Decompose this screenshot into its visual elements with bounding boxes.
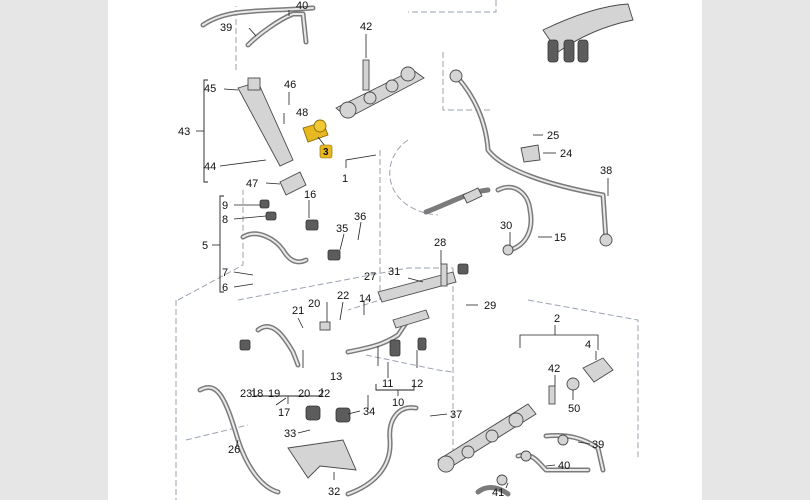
callout-42: 42: [360, 21, 372, 33]
callout-3: 3: [323, 147, 329, 158]
callout-20: 20: [308, 298, 320, 310]
callout-47: 47: [246, 178, 258, 190]
callout-16: 16: [304, 189, 316, 201]
callout-34: 34: [363, 406, 375, 418]
callout-35: 35: [336, 223, 348, 235]
callout-22: 22: [337, 290, 349, 302]
callout-39: 39: [220, 22, 232, 34]
callout-48: 48: [296, 107, 308, 119]
callout-45: 45: [204, 83, 216, 95]
callout-50: 50: [568, 403, 580, 415]
callout-6: 6: [222, 282, 228, 294]
callout-42-lower: 42: [548, 363, 560, 375]
callout-31: 31: [388, 266, 400, 278]
callout-25: 25: [547, 130, 559, 142]
callout-10: 10: [392, 397, 404, 409]
bracket-32: [287, 439, 357, 479]
callout-41: 41: [492, 487, 504, 499]
callout-9: 9: [222, 200, 228, 212]
callout-40: 40: [296, 0, 308, 12]
callout-32: 32: [328, 486, 340, 498]
callout-23: 23: [240, 388, 252, 400]
callout-labels: 40 39 42 46 45 43 48 3 44 1 47 16 9 8 36…: [178, 0, 612, 499]
injector: [237, 81, 294, 167]
callout-37: 37: [450, 409, 462, 421]
callout-2: 2: [554, 313, 560, 325]
callout-33: 33: [284, 428, 296, 440]
callout-39-lower: 39: [592, 439, 604, 451]
callout-17: 17: [278, 407, 290, 419]
callout-18: 18: [251, 388, 263, 400]
callout-4: 4: [585, 339, 591, 351]
callout-44: 44: [204, 161, 216, 173]
pipes: [197, 5, 609, 497]
diagram-canvas: 40 39 42 46 45 43 48 3 44 1 47 16 9 8 36…: [108, 0, 702, 500]
components: [237, 3, 634, 486]
callout-24: 24: [560, 148, 572, 160]
callout-21: 21: [292, 305, 304, 317]
callout-19: 19: [268, 388, 280, 400]
brackets: [196, 79, 415, 404]
callout-26: 26: [228, 444, 240, 456]
callout-38: 38: [600, 165, 612, 177]
callout-12: 12: [411, 378, 423, 390]
callout-15: 15: [554, 232, 566, 244]
callout-36: 36: [354, 211, 366, 223]
callout-11: 11: [382, 378, 393, 390]
callout-13: 13: [330, 371, 342, 383]
callout-27: 27: [364, 271, 376, 283]
parts-diagram: 40 39 42 46 45 43 48 3 44 1 47 16 9 8 36…: [175, 0, 639, 500]
callout-22-lower: 22: [318, 388, 330, 400]
callout-8: 8: [222, 214, 228, 226]
dashed-outlines: [175, 0, 639, 500]
callout-28: 28: [434, 237, 446, 249]
callout-30: 30: [500, 220, 512, 232]
callout-40-lower: 40: [558, 460, 570, 472]
callout-20-lower: 20: [298, 388, 310, 400]
callout-3-badge: 3: [319, 144, 333, 159]
fuel-line-27: [377, 271, 457, 303]
callout-1: 1: [342, 173, 348, 185]
highlighted-sensor: [302, 119, 329, 143]
callout-46: 46: [284, 79, 296, 91]
callout-5: 5: [202, 240, 208, 252]
callout-14: 14: [359, 293, 371, 305]
callout-43: 43: [178, 126, 190, 138]
callout-7: 7: [222, 267, 228, 279]
leader-lines: [219, 10, 609, 489]
callout-29: 29: [484, 300, 496, 312]
